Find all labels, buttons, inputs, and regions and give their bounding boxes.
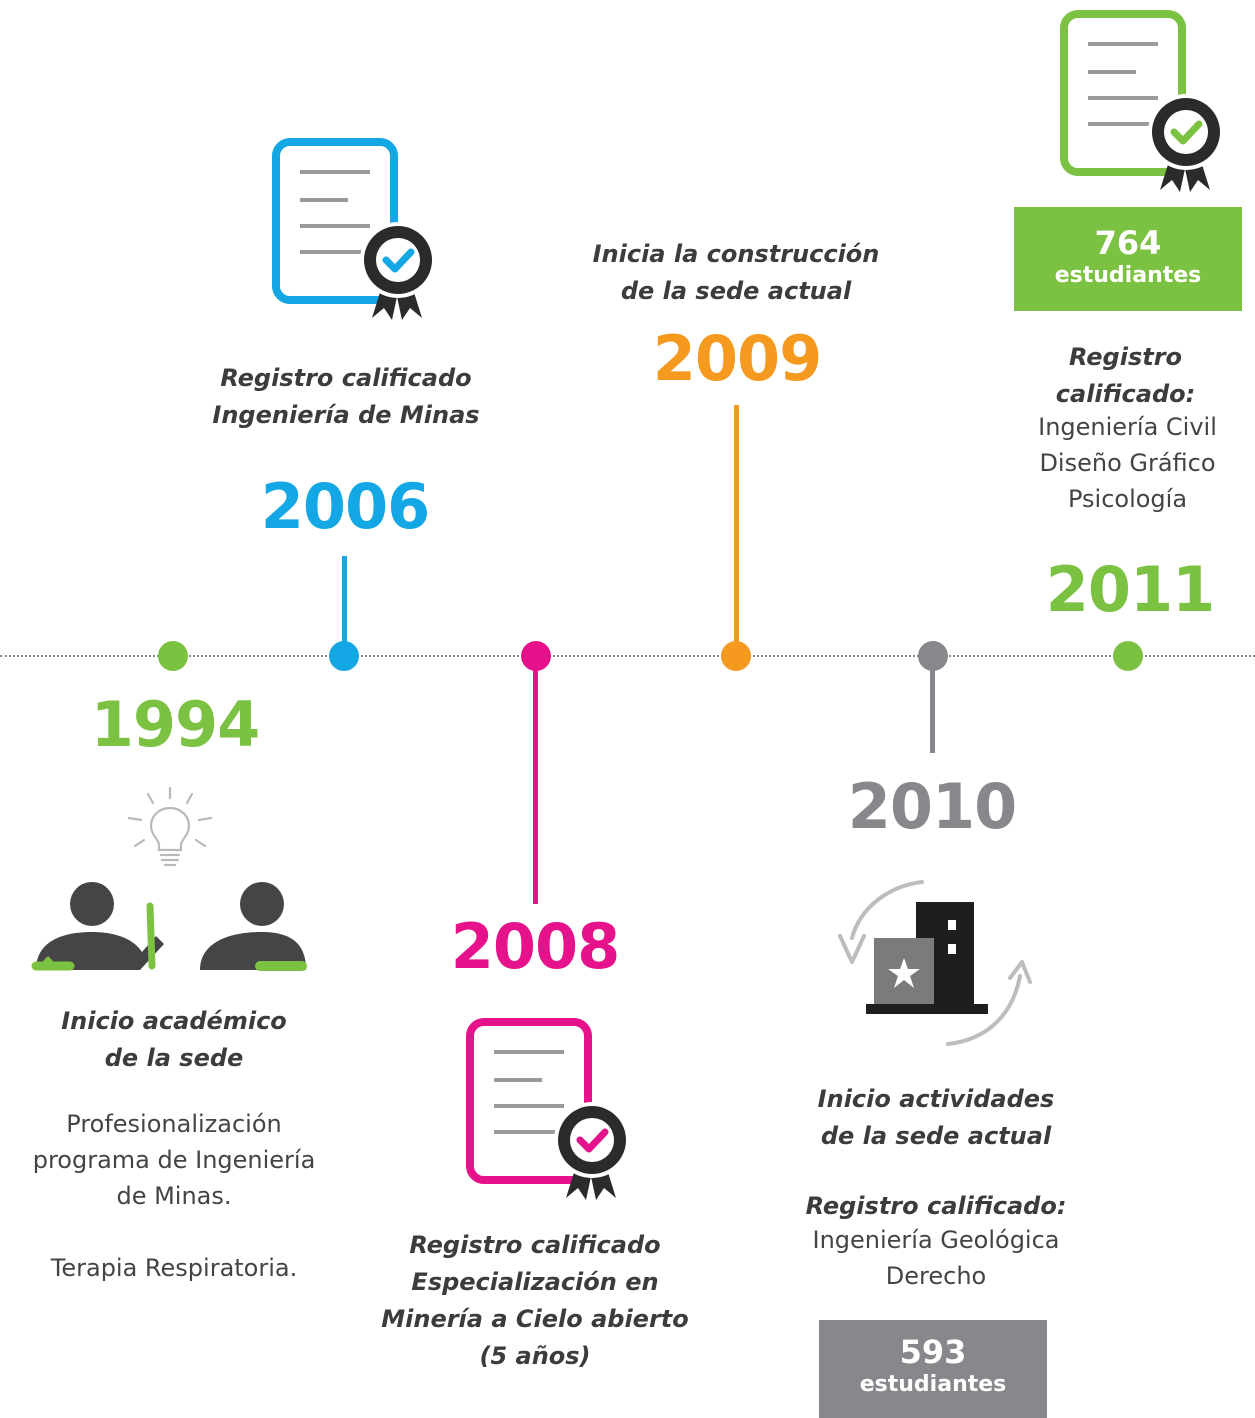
body-2011: Ingeniería Civil Diseño Gráfico Psicolog… <box>1000 409 1255 517</box>
certificate-icon <box>1060 8 1230 194</box>
caption-2009: Inicia la construcción de la sede actual <box>576 236 896 310</box>
students-number: 593 <box>899 1333 967 1371</box>
body-spacer <box>4 1214 344 1250</box>
lightbulb-icon <box>125 782 215 872</box>
registro-label-2010: Registro calificado: <box>805 1192 1067 1220</box>
body-line: Psicología <box>1067 485 1188 513</box>
caption-line: de la sede actual <box>820 1122 1052 1150</box>
body-2010: Ingeniería Geológica Derecho <box>766 1222 1106 1294</box>
timeline-dot-2011 <box>1113 641 1143 671</box>
year-2008: 2008 <box>450 910 621 983</box>
caption-2010: Inicio actividades de la sede actual <box>776 1081 1096 1155</box>
body-line: Ingeniería Civil <box>1038 413 1217 441</box>
caption-line: Inicia la construcción <box>592 240 880 268</box>
year-2011: 2011 <box>1045 553 1216 626</box>
body-line: Derecho <box>885 1262 987 1290</box>
caption-2006: Registro calificado Ingeniería de Minas <box>196 360 496 434</box>
stem-2006 <box>342 556 347 644</box>
body-line: Ingeniería Geológica <box>812 1226 1060 1254</box>
teacher-student-icon <box>30 878 310 978</box>
building-relocation-icon <box>836 876 1036 1052</box>
body-line: Diseño Gráfico <box>1039 449 1216 477</box>
students-number: 764 <box>1094 224 1162 262</box>
year-2010: 2010 <box>847 770 1018 843</box>
students-badge-2010: 593 estudiantes <box>819 1320 1047 1418</box>
caption-1994: Inicio académico de la sede <box>24 1003 324 1077</box>
body-line: Terapia Respiratoria. <box>50 1254 298 1282</box>
body-line: Profesionalización <box>66 1110 282 1138</box>
caption-line: Minería a Cielo abierto <box>381 1305 689 1333</box>
certificate-icon <box>466 1018 636 1204</box>
caption-line: de la sede <box>104 1044 244 1072</box>
stem-2010 <box>930 666 935 753</box>
year-2009: 2009 <box>652 322 823 395</box>
certificate-icon <box>272 138 442 324</box>
timeline-dot-1994 <box>158 641 188 671</box>
caption-line: Inicio actividades <box>817 1085 1055 1113</box>
year-2006: 2006 <box>260 470 431 543</box>
timeline-dot-2009 <box>721 641 751 671</box>
caption-2008: Registro calificado Especialización en M… <box>370 1227 700 1375</box>
caption-line: Ingeniería de Minas <box>212 401 480 429</box>
year-1994: 1994 <box>90 688 261 761</box>
caption-line: Inicio académico <box>61 1007 287 1035</box>
caption-line: Registro calificado <box>220 364 472 392</box>
body-line: de Minas. <box>116 1182 232 1210</box>
caption-line: (5 años) <box>479 1342 591 1370</box>
students-label: estudiantes <box>859 1372 1007 1397</box>
stem-2009 <box>734 405 739 645</box>
students-badge-2011: 764 estudiantes <box>1014 207 1242 311</box>
registro-label-2011: Registro calificado: <box>1055 343 1196 408</box>
timeline-axis <box>0 655 1255 657</box>
caption-line: Registro calificado <box>409 1231 661 1259</box>
students-label: estudiantes <box>1054 263 1202 288</box>
stem-2008 <box>533 666 538 904</box>
caption-line: Especialización en <box>411 1268 659 1296</box>
timeline-dot-2006 <box>329 641 359 671</box>
body-1994: Profesionalización programa de Ingenierí… <box>4 1106 344 1286</box>
caption-line: de la sede actual <box>620 277 852 305</box>
body-line: programa de Ingeniería <box>32 1146 316 1174</box>
